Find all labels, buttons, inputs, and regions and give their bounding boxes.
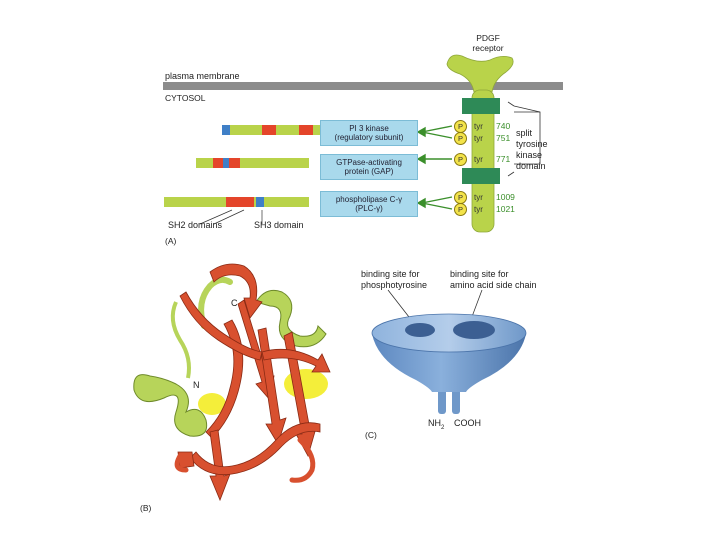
side-chain-pocket (453, 321, 495, 339)
residue-740: 740 (496, 121, 511, 131)
tyr-label-1009: tyr (474, 193, 483, 202)
sh3-domain-label: SH3 domain (254, 220, 304, 230)
panel-a-letter: (A) (165, 236, 177, 246)
residue-1009: 1009 (496, 192, 515, 202)
binding-arrows (416, 125, 453, 210)
domain-top-surface (371, 313, 527, 353)
kinase-bracket (507, 101, 541, 177)
tyr-label-751: tyr (474, 134, 483, 143)
cytosol-label: CYTOSOL (165, 93, 206, 103)
sh2-domains-label: SH2 domains (168, 220, 223, 230)
phosphotyrosine-pocket (405, 323, 435, 337)
phospho-1021: P (454, 203, 467, 216)
cooh-label: COOH (454, 418, 481, 428)
tyr-label-740: tyr (474, 122, 483, 131)
tyr-label-1021: tyr (474, 205, 483, 214)
residue-771: 771 (496, 154, 511, 164)
plcg-box: phospholipase C-γ(PLC-γ) (320, 191, 418, 217)
c-terminus-label: C (231, 298, 238, 308)
pocket-highlight-left (198, 393, 226, 415)
phospho-771: P (454, 153, 467, 166)
kinase-domain-upper (462, 98, 500, 114)
kinase-domain-lower (462, 168, 500, 184)
nh2-label: NH2 (428, 418, 445, 431)
helix-left (133, 374, 208, 437)
residue-751: 751 (496, 133, 511, 143)
phospho-751: P (454, 132, 467, 145)
plcg-protein-bar (164, 197, 309, 207)
n-terminus-label: N (193, 380, 200, 390)
helix-top-right (255, 289, 327, 348)
tyr-label-771: tyr (474, 155, 483, 164)
residue-1021: 1021 (496, 204, 515, 214)
beta-strands (177, 263, 331, 502)
nh2-terminus-stem (438, 386, 446, 414)
pi3k-box: PI 3 kinase(regulatory subunit) (320, 120, 418, 146)
sh2-pointer (199, 209, 245, 225)
kinase-domain-label: split tyrosine kinase domain (516, 128, 548, 171)
receptor-cytoplasmic-tail (471, 89, 495, 233)
panel-c-letter: (C) (365, 430, 377, 440)
pi3k-protein-bar (222, 125, 322, 135)
panel-b-letter: (B) (140, 503, 152, 513)
cooh-terminus-stem (452, 386, 460, 414)
receptor-extracellular-domain (446, 54, 514, 93)
plasma-membrane (163, 82, 563, 90)
membrane-label: plasma membrane (165, 71, 240, 81)
gap-protein-bar (196, 158, 309, 168)
